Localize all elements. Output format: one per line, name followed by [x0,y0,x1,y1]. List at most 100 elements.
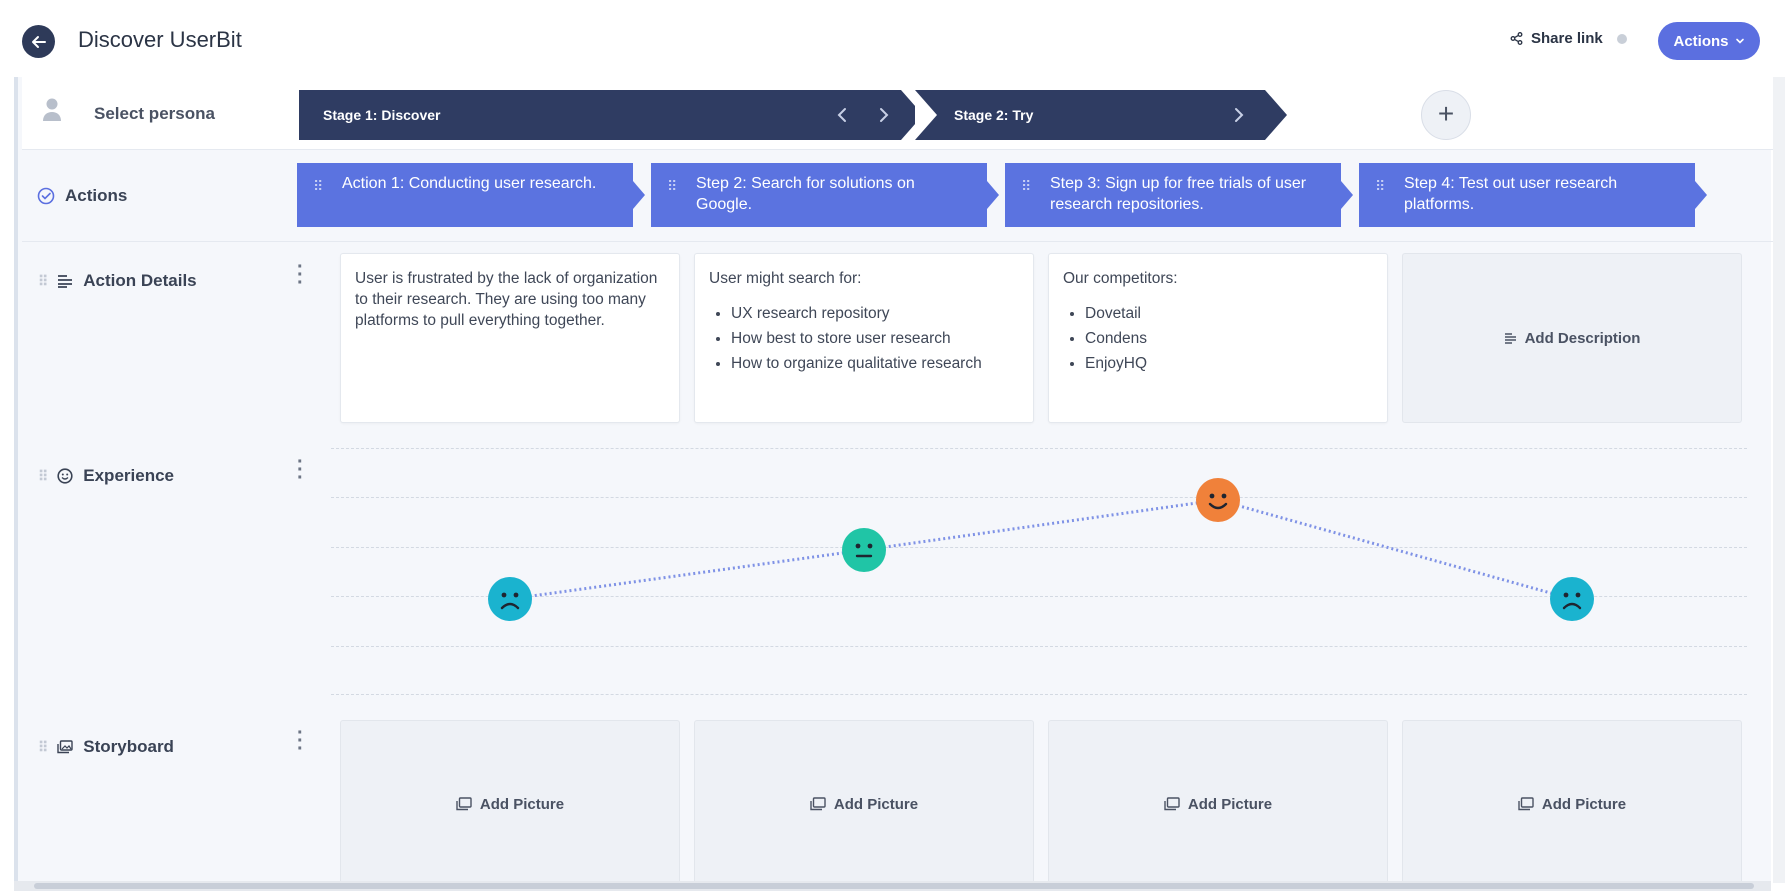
drag-handle-icon[interactable]: ⠿ [38,738,48,755]
experience-face-neutral-icon[interactable] [842,528,886,572]
chevron-left-icon[interactable] [836,106,848,124]
action-detail-card-1[interactable]: User is frustrated by the lack of organi… [340,253,680,423]
experience-grid-line [331,448,1747,449]
action-detail-card-3[interactable]: Our competitors: Dovetail Condens EnjoyH… [1048,253,1388,423]
action-detail-text: User is frustrated by the lack of organi… [355,270,658,329]
chevron-down-icon [1735,38,1744,44]
check-circle-icon [37,187,55,205]
page-title: Discover UserBit [78,27,242,52]
back-button[interactable] [22,25,55,58]
experience-connector [1217,498,1573,601]
action-detail-intro: Our competitors: [1063,270,1178,287]
horizontal-scrollbar[interactable] [14,881,1771,891]
add-description-button[interactable]: Add Description [1402,253,1742,423]
stage-2-arrow-tip [1265,90,1287,140]
experience-grid-line [331,497,1747,498]
action-step-1-tip [633,181,645,209]
image-icon [810,797,826,811]
add-picture-button[interactable]: Add Picture [694,720,1034,888]
stage-2-notch [915,90,937,140]
action-detail-list: UX research repository How best to store… [709,303,1019,374]
list-item: How to organize qualitative research [731,353,1019,374]
action-detail-intro: User might search for: [709,270,862,287]
add-picture-button[interactable]: Add Picture [340,720,680,888]
experience-face-happy-icon[interactable] [1196,478,1240,522]
experience-grid-line [331,547,1747,548]
text-lines-icon [1504,333,1516,344]
stage-1-label: Stage 1: Discover [323,107,441,123]
experience-row-title: Experience [83,466,174,485]
images-icon [57,740,73,754]
drag-handle-icon[interactable]: ⠿ [1021,178,1032,194]
stage-2[interactable]: Stage 2: Try [915,90,1265,140]
share-status-dot [1616,33,1627,44]
storyboard-row-title: Storyboard [83,737,174,756]
actions-menu-label: Actions [1673,32,1729,50]
action-step-label: Step 2: Search for solutions on Google. [696,175,915,213]
stage-2-label: Stage 2: Try [954,107,1034,123]
text-lines-icon [58,275,73,288]
persona-avatar-icon [42,97,62,128]
action-step-4[interactable]: ⠿ Step 4: Test out user research platfor… [1359,163,1695,227]
plus-icon: + [1437,97,1455,129]
drag-handle-icon[interactable]: ⠿ [1375,178,1386,194]
stage-1[interactable]: Stage 1: Discover [299,90,901,140]
experience-face-sad-icon[interactable] [1550,577,1594,621]
drag-handle-icon[interactable]: ⠿ [313,178,324,194]
add-picture-button[interactable]: Add Picture [1048,720,1388,888]
action-details-menu-icon[interactable]: ··· [297,256,304,294]
action-step-3[interactable]: ⠿ Step 3: Sign up for free trials of use… [1005,163,1341,227]
add-picture-label: Add Picture [833,795,919,813]
add-description-label: Add Description [1524,329,1641,347]
experience-grid-line [331,694,1747,695]
experience-grid-line [331,646,1747,647]
persona-stage-row: Select persona Stage 1: Discover Stage 2… [22,77,1775,150]
image-icon [456,797,472,811]
list-item: UX research repository [731,303,1019,324]
storyboard-row-label: ⠿ Storyboard [38,737,174,757]
actions-menu-button[interactable]: Actions [1658,22,1760,60]
stage-1-arrow-tip [901,90,923,140]
image-icon [1164,797,1180,811]
action-step-2-tip [987,181,999,209]
add-picture-label: Add Picture [1187,795,1273,813]
top-bar: Discover UserBit Share link Actions [0,0,1787,78]
row-divider [22,241,1775,242]
action-step-3-tip [1341,181,1353,209]
arrow-left-icon [31,35,46,48]
action-step-4-tip [1695,181,1707,209]
experience-face-sad-icon[interactable] [488,577,532,621]
action-details-row-label: ⠿ Action Details [38,271,197,291]
add-stage-button[interactable]: + [1421,90,1471,140]
experience-connector [509,548,865,601]
vertical-scrollbar[interactable] [1773,77,1785,883]
action-step-label: Action 1: Conducting user research. [342,175,597,192]
experience-connector [863,498,1219,552]
drag-handle-icon[interactable]: ⠿ [38,272,48,289]
actions-row-label: Actions [37,186,127,206]
experience-path [509,498,1573,601]
storyboard-menu-icon[interactable]: ··· [297,722,304,760]
share-link-button[interactable]: Share link [1510,30,1627,47]
experience-menu-icon[interactable]: ··· [297,451,304,489]
drag-handle-icon[interactable]: ⠿ [38,467,48,484]
list-item: How best to store user research [731,328,1019,349]
journey-board: Select persona Stage 1: Discover Stage 2… [14,77,1775,888]
action-step-1[interactable]: ⠿ Action 1: Conducting user research. [297,163,633,227]
select-persona-button[interactable]: Select persona [94,104,215,123]
scrollbar-thumb[interactable] [34,883,1754,889]
drag-handle-icon[interactable]: ⠿ [667,178,678,194]
smiley-icon [57,468,73,484]
chevron-right-icon[interactable] [1233,106,1245,124]
add-picture-label: Add Picture [479,795,565,813]
action-step-2[interactable]: ⠿ Step 2: Search for solutions on Google… [651,163,987,227]
add-picture-button[interactable]: Add Picture [1402,720,1742,888]
add-picture-label: Add Picture [1541,795,1627,813]
action-step-label: Step 4: Test out user research platforms… [1404,175,1618,213]
share-icon [1510,32,1523,45]
action-detail-card-2[interactable]: User might search for: UX research repos… [694,253,1034,423]
chevron-right-icon[interactable] [878,106,890,124]
action-details-row-title: Action Details [83,271,197,290]
list-item: Dovetail [1085,303,1373,324]
actions-row-title: Actions [65,186,128,205]
